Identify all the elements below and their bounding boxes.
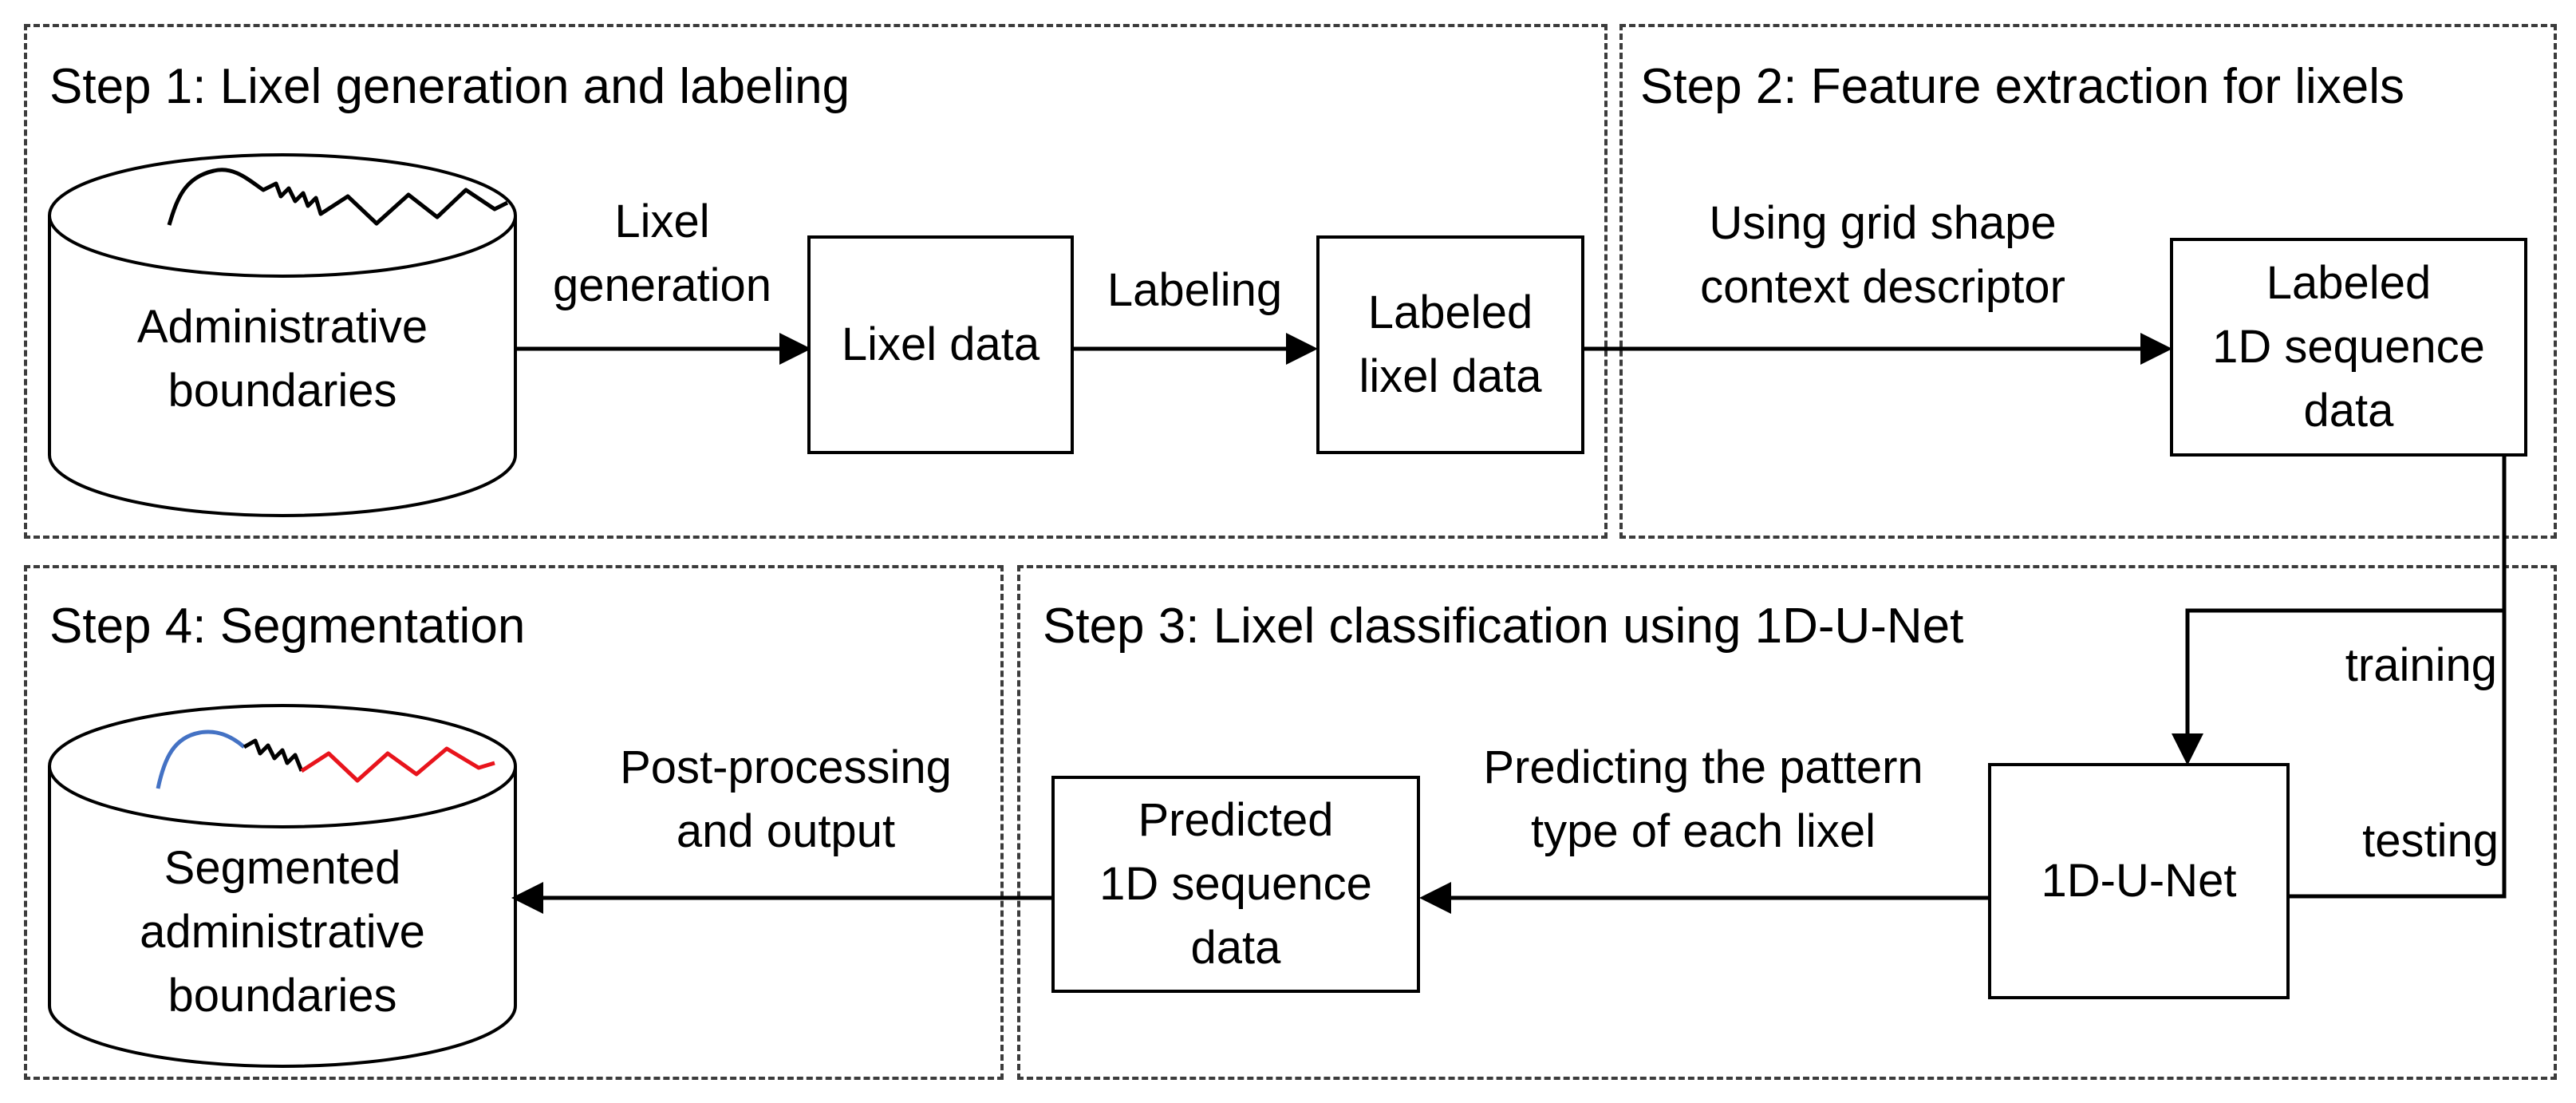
grid-shape-line-2: context descriptor bbox=[1700, 261, 2065, 313]
step3-panel: Step 3: Lixel classification using 1D-U-… bbox=[1017, 565, 2557, 1080]
predicting-line-2: type of each lixel bbox=[1530, 805, 1876, 857]
line-testing bbox=[2290, 611, 2507, 899]
admin-line-1: Administrative bbox=[136, 301, 428, 353]
database-cylinder-segmented bbox=[48, 704, 517, 1068]
lixel-generation-line-1: Lixel bbox=[614, 196, 710, 247]
admin-line-2: boundaries bbox=[168, 365, 397, 417]
testing-line-1: testing bbox=[2362, 815, 2499, 867]
lixel-data-line-1: Lixel data bbox=[841, 318, 1040, 370]
boundary-line-icon bbox=[167, 168, 509, 226]
predicted-seq-line-1: Predicted bbox=[1138, 794, 1334, 846]
predicted-seq-line-2: 1D sequence bbox=[1099, 858, 1372, 910]
segmented-boundaries-label: Segmented administrative boundaries bbox=[49, 836, 515, 1028]
edge-label-predicting: Predicting the pattern type of each lixe… bbox=[1420, 736, 1986, 864]
post-processing-line-1: Post-processing bbox=[620, 741, 952, 793]
lixel-data-box: Lixel data bbox=[807, 235, 1074, 454]
step4-panel: Step 4: Segmentation bbox=[24, 565, 1004, 1080]
segment-black-icon bbox=[243, 738, 304, 772]
edge-label-testing: testing bbox=[2290, 809, 2499, 873]
labeled-lixel-box: Labeled lixel data bbox=[1316, 235, 1584, 454]
step2-panel: Step 2: Feature extraction for lixels bbox=[1619, 24, 2557, 539]
labeled-seq-line-2: 1D sequence bbox=[2212, 321, 2485, 373]
arrow-training bbox=[2172, 457, 2507, 765]
segmented-line-3: boundaries bbox=[168, 970, 397, 1022]
predicted-seq-line-3: data bbox=[1190, 922, 1281, 974]
predicted-seq-box: Predicted 1D sequence data bbox=[1051, 776, 1420, 993]
edge-label-post-processing: Post-processing and output bbox=[527, 736, 1045, 864]
lixel-generation-line-2: generation bbox=[552, 259, 772, 311]
admin-boundaries-label: Administrative boundaries bbox=[49, 295, 515, 423]
database-cylinder-admin bbox=[48, 153, 517, 517]
labeling-line-1: Labeling bbox=[1107, 264, 1283, 316]
edge-label-training: training bbox=[2290, 634, 2497, 698]
edge-label-grid-shape: Using grid shape context descriptor bbox=[1604, 192, 2162, 319]
segmented-line-2: administrative bbox=[140, 906, 425, 958]
segment-blue-icon bbox=[156, 729, 246, 789]
unet-line-1: 1D-U-Net bbox=[2041, 855, 2237, 907]
step1-panel: Step 1: Lixel generation and labeling bbox=[24, 24, 1608, 539]
grid-shape-line-1: Using grid shape bbox=[1709, 197, 2057, 249]
training-line-1: training bbox=[2345, 639, 2497, 691]
step4-title: Step 4: Segmentation bbox=[49, 599, 526, 654]
labeled-lixel-line-2: lixel data bbox=[1359, 350, 1542, 402]
edge-label-labeling: Labeling bbox=[1077, 259, 1312, 322]
labeled-lixel-line-1: Labeled bbox=[1367, 287, 1533, 338]
segment-red-icon bbox=[300, 746, 495, 783]
edge-label-lixel-generation: Lixel generation bbox=[523, 190, 802, 318]
labeled-seq-line-1: Labeled bbox=[2266, 257, 2432, 309]
step2-title: Step 2: Feature extraction for lixels bbox=[1640, 59, 2405, 114]
step1-title: Step 1: Lixel generation and labeling bbox=[49, 59, 850, 114]
unet-box: 1D-U-Net bbox=[1988, 763, 2290, 999]
labeled-seq-line-3: data bbox=[2303, 385, 2394, 437]
segmented-line-1: Segmented bbox=[164, 842, 401, 894]
step3-title: Step 3: Lixel classification using 1D-U-… bbox=[1043, 599, 1964, 654]
labeled-seq-box: Labeled 1D sequence data bbox=[2170, 238, 2527, 457]
post-processing-line-2: and output bbox=[676, 805, 896, 857]
predicting-line-1: Predicting the pattern bbox=[1483, 741, 1923, 793]
